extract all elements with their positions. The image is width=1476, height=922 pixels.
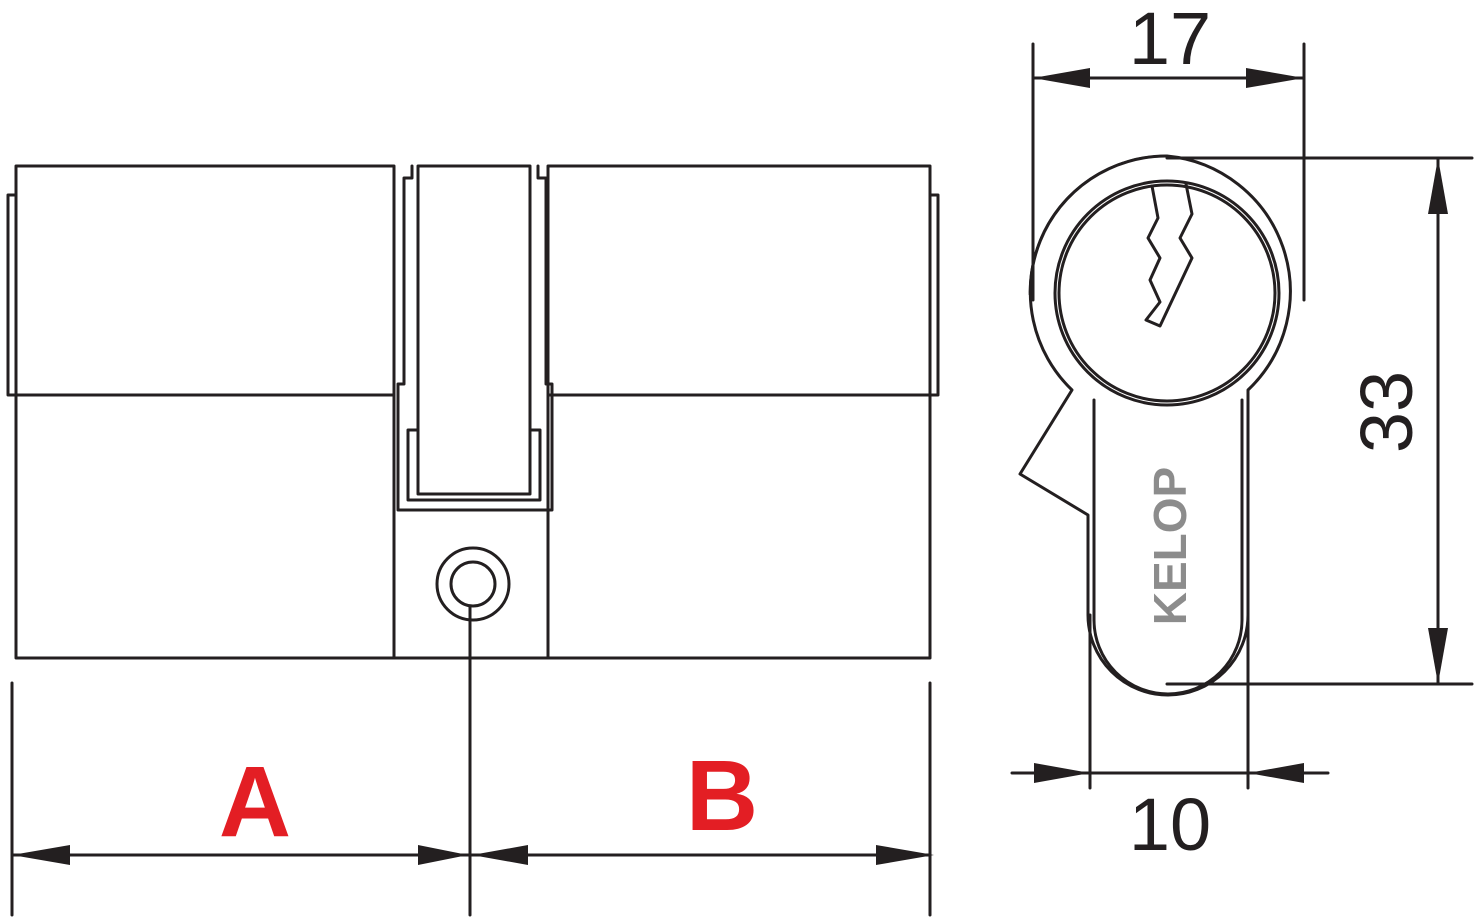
dim-b-right-arrow — [876, 845, 934, 865]
dim-17-right-arrow — [1246, 68, 1304, 88]
left-body-outline — [14, 164, 396, 660]
keyway — [1144, 182, 1194, 328]
dim-10-right-arrow — [1248, 763, 1304, 783]
right-end-cap — [928, 193, 940, 397]
dim-10-left-arrow — [1034, 763, 1090, 783]
profile-left-arc — [1028, 154, 1168, 296]
cam-lower-step — [406, 428, 542, 502]
dimension-a-b: A B — [10, 681, 934, 917]
dim-33-top-arrow — [1428, 158, 1448, 214]
dim-a-left-arrow — [12, 845, 70, 865]
dim-33-bottom-arrow — [1428, 628, 1448, 684]
dimension-33: 33 — [1165, 156, 1474, 686]
cylinder-front-view: KELOP — [1018, 154, 1292, 697]
cam-inner — [416, 164, 532, 496]
left-end-cap — [6, 193, 18, 397]
screw-hole-inner — [449, 560, 497, 608]
plug-outer-circle — [1053, 179, 1281, 407]
dimension-17: 17 — [1031, 0, 1306, 302]
stem-inner — [1092, 398, 1244, 696]
dim-17-label: 17 — [1129, 0, 1211, 80]
label-b: B — [686, 740, 758, 852]
cam-outer — [396, 164, 554, 512]
label-a: A — [219, 746, 291, 858]
right-body-outline — [546, 164, 932, 660]
dim-17-left-arrow — [1033, 68, 1090, 88]
dim-b-left-arrow — [472, 845, 528, 865]
dimension-10: 10 — [1010, 613, 1330, 866]
dim-10-label: 10 — [1129, 783, 1211, 866]
screw-hole-outer — [435, 546, 511, 622]
brand-logo: KELOP — [1144, 467, 1196, 625]
dim-33-label: 33 — [1345, 371, 1428, 453]
cylinder-side-view — [6, 164, 940, 917]
plug-inner-circle — [1057, 183, 1277, 403]
dim-a-right-arrow — [418, 845, 468, 865]
